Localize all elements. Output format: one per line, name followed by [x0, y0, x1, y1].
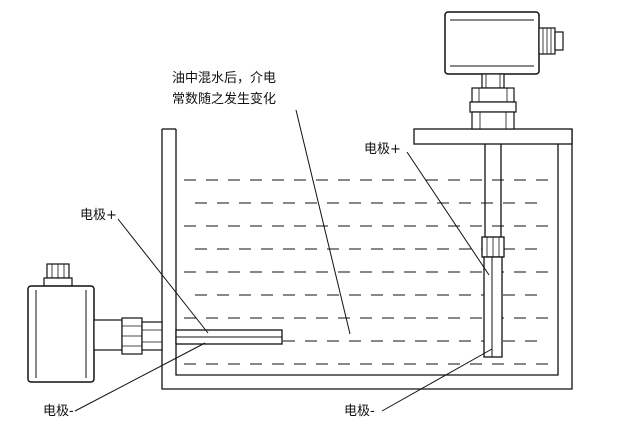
right-positive-leader [406, 151, 490, 276]
label-left-positive: 电极+ [80, 208, 117, 223]
left-negative-leader [74, 342, 206, 412]
right-negative-leader [381, 348, 493, 412]
tank [161, 128, 573, 390]
left-probe [27, 263, 283, 383]
top-flange [413, 128, 573, 145]
label-right-positive: 电极+ [364, 142, 401, 157]
label-right-negative: 电极- [344, 404, 375, 419]
left-enclosure [27, 285, 95, 383]
right-enclosure [444, 11, 564, 75]
left-positive-leader [117, 218, 209, 334]
leader-lines [74, 109, 493, 412]
label-left-negative: 电极- [43, 404, 74, 419]
annotation-line-1: 油中混水后，介电 [172, 71, 276, 86]
annotation-line-2: 常数随之发生变化 [172, 91, 276, 107]
right-probe [444, 11, 564, 358]
annotation-leader [295, 109, 351, 335]
